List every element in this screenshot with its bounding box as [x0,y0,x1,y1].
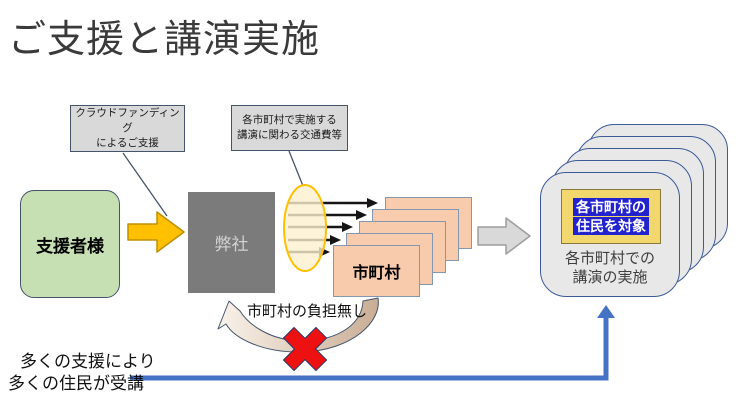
lecture-card-caption-line2: 講演の実施 [572,269,648,286]
bottom-note-line1: 多くの支援により [20,352,156,371]
node-company: 弊社 [188,192,275,293]
support-route-arrow [130,314,609,381]
gray-arrow-icon [477,217,531,255]
leader-line-travel-costs [288,150,304,187]
node-municipality-label: 市町村 [352,265,401,282]
red-cross-icon [282,326,328,372]
target-residents-line1: 各市町村の [573,198,649,216]
callout-crowdfunding-line2: によるご支援 [96,136,159,149]
target-residents-line2: 住民を対象 [573,217,649,235]
node-company-label: 弊社 [214,235,249,254]
node-supporter-label: 支援者様 [36,236,104,256]
lecture-card-caption-line1: 各市町村での [564,250,655,267]
gold-arrow-icon [127,211,185,253]
bottom-note-line2: 多くの住民が受講 [8,374,144,393]
callout-crowdfunding-line1: クラウドファンディング [75,107,180,135]
callout-travel-costs-line2: 講演に関わる交通費等 [237,129,342,141]
callout-crowdfunding: クラウドファンディング によるご支援 [70,105,185,152]
lecture-card-caption: 各市町村での 講演の実施 [541,249,679,287]
bottom-note: 多くの支援により 多くの住民が受講 [8,351,156,395]
node-supporter: 支援者様 [20,190,120,298]
callout-travel-costs-line1: 各市町村で実施する [242,114,337,127]
support-route-arrowhead-icon [597,305,615,318]
node-municipality: 市町村 [333,245,420,297]
funnel-ellipse-icon [283,184,327,272]
slide-title: ご支援と講演実施 [8,19,321,61]
node-lecture-card: 各市町村の 住民を対象 各市町村での 講演の実施 [540,172,680,297]
leader-line-crowdfunding [122,152,168,217]
no-burden-label: 市町村の負担無し [247,303,368,320]
target-residents-box: 各市町村の 住民を対象 [561,189,661,244]
callout-travel-costs: 各市町村で実施する 講演に関わる交通費等 [231,105,348,151]
